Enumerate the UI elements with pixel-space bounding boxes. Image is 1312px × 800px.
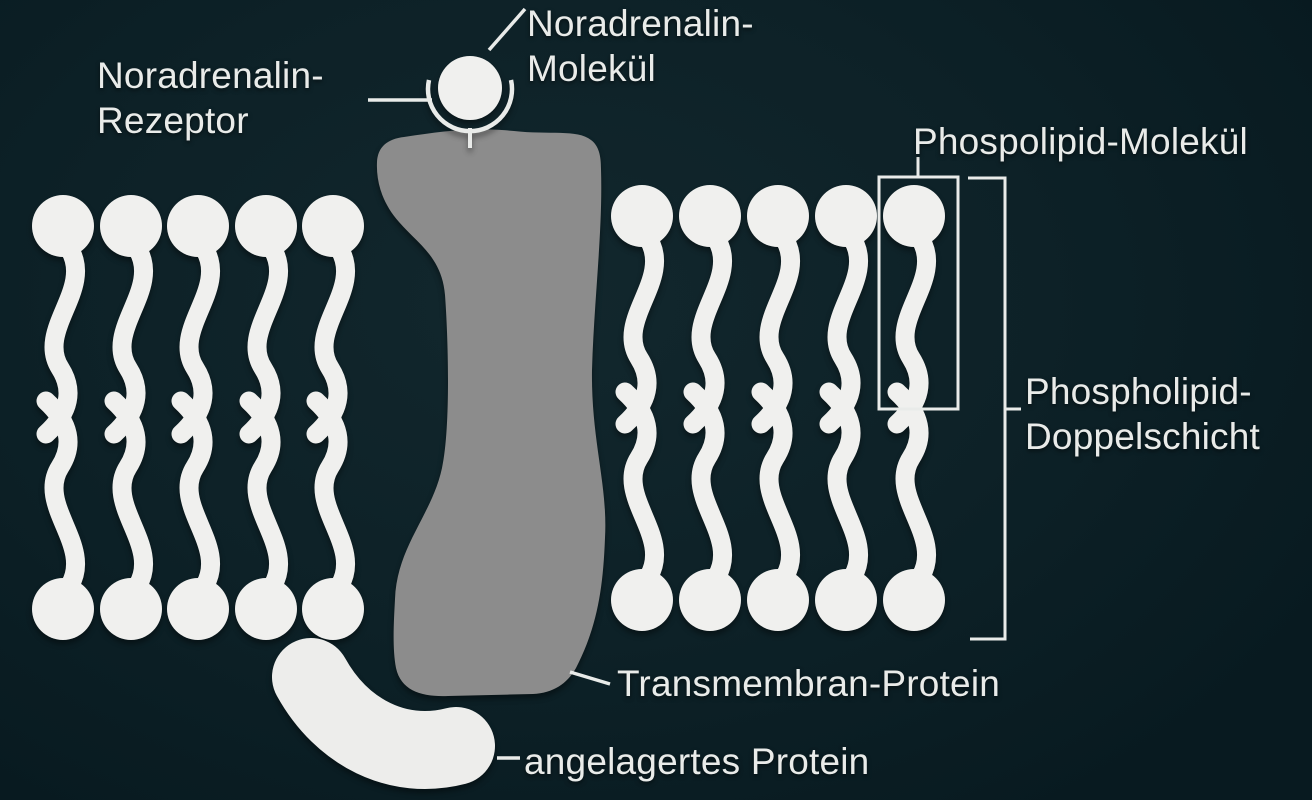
label-line: Doppelschicht xyxy=(1025,416,1261,457)
membrane-left-block xyxy=(32,195,364,640)
label-attached-protein: angelagertes Protein xyxy=(524,739,869,784)
noradrenalin-molecule-circle xyxy=(438,56,502,120)
label-phospholipid-bilayer: Phospholipid- Doppelschicht xyxy=(1025,369,1260,459)
label-noradrenalin-receptor: Noradrenalin- Rezeptor xyxy=(97,53,324,143)
label-noradrenalin-molecule: Noradrenalin- Molekül xyxy=(527,1,754,91)
leader-line-molecule xyxy=(487,7,527,52)
label-line: Noradrenalin- xyxy=(97,55,324,96)
label-line: Transmembran-Protein xyxy=(617,663,1001,704)
label-line: Phospolipid-Molekül xyxy=(913,121,1248,162)
leader-line-transmembrane xyxy=(569,670,611,686)
label-transmembrane-protein: Transmembran-Protein xyxy=(617,661,1000,706)
attached-protein-shape xyxy=(272,638,495,789)
label-line: Rezeptor xyxy=(97,100,249,141)
label-line: Phospholipid- xyxy=(1025,371,1252,412)
transmembrane-protein-shape xyxy=(376,129,606,697)
phospholipid-highlight-rectangle xyxy=(877,175,960,411)
label-line: angelagertes Protein xyxy=(524,741,870,782)
label-line: Noradrenalin- xyxy=(527,3,754,44)
label-line: Molekül xyxy=(527,48,656,89)
bilayer-bracket xyxy=(968,176,1021,641)
label-phospholipid-molecule: Phospolipid-Molekül xyxy=(913,119,1248,164)
annotation-lines xyxy=(368,7,1021,760)
